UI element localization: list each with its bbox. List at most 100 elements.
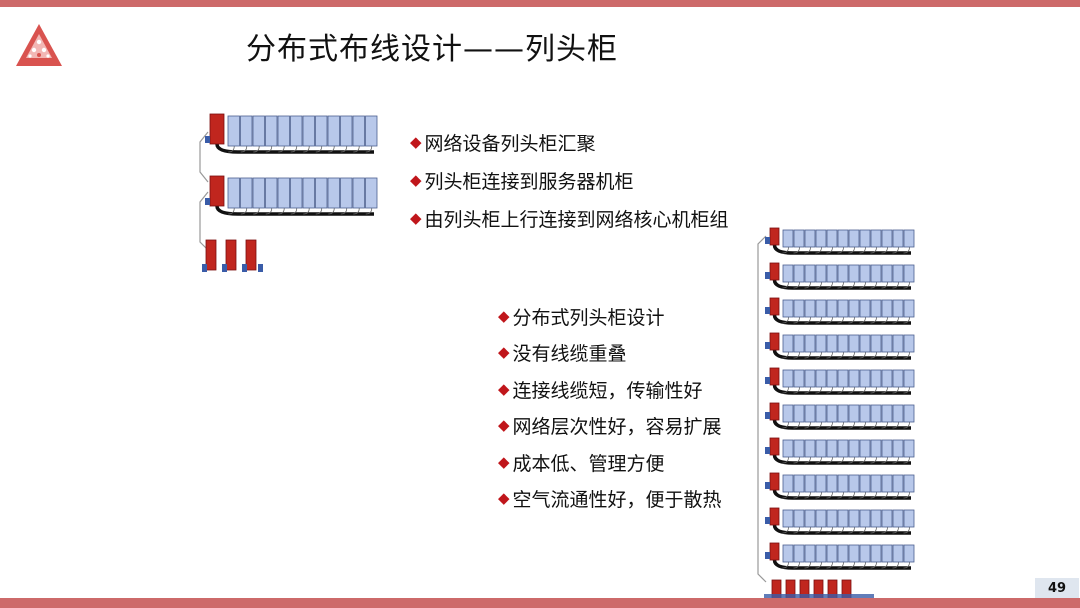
rack-row [765, 507, 915, 535]
server-rack [815, 299, 827, 318]
server-rack [793, 509, 805, 528]
patch-line [837, 456, 844, 464]
patch-line [859, 526, 866, 534]
patch-line [826, 491, 833, 499]
patch-line [265, 207, 273, 215]
patch-line [804, 316, 811, 324]
rack-row [765, 472, 915, 500]
patch-line [903, 246, 910, 254]
list-item-text: 网络层次性好，容易扩展 [512, 416, 722, 439]
server-rack [804, 334, 816, 353]
rack-diagram-tall [744, 222, 919, 608]
port-block [765, 412, 770, 419]
server-rack [837, 299, 849, 318]
patch-line [837, 246, 844, 254]
patch-line [240, 145, 248, 153]
patch-line [793, 456, 800, 464]
patch-line [892, 421, 899, 429]
server-rack [340, 115, 353, 147]
server-rack [290, 115, 303, 147]
list-item-text: 网络设备列头柜汇聚 [424, 132, 596, 155]
list-item: ◆网络设备列头柜汇聚 [410, 123, 729, 161]
patch-line [815, 316, 822, 324]
server-rack [782, 509, 794, 528]
rack-row [765, 297, 915, 325]
patch-line [881, 386, 888, 394]
patch-line [826, 456, 833, 464]
port-block [765, 517, 770, 524]
server-rack [804, 299, 816, 318]
cable-line [215, 143, 374, 154]
server-rack [352, 177, 365, 209]
server-rack [892, 369, 904, 388]
server-rack [881, 439, 893, 458]
server-rack [826, 509, 838, 528]
patch-line [837, 421, 844, 429]
patch-line [826, 561, 833, 569]
server-rack [252, 115, 265, 147]
patch-line [278, 207, 285, 215]
patch-line [859, 316, 866, 324]
port-block [765, 307, 770, 314]
server-rack [793, 229, 805, 248]
server-rack [793, 369, 805, 388]
server-rack [815, 544, 827, 563]
server-rack [352, 115, 365, 147]
patch-line [278, 145, 285, 153]
patch-line [804, 561, 811, 569]
diamond-bullet-icon: ◆ [498, 416, 510, 435]
head-cabinet [769, 262, 780, 281]
rack-row [205, 113, 378, 154]
server-rack [881, 334, 893, 353]
patch-line [353, 207, 360, 215]
rack-row [765, 227, 915, 255]
patch-line [859, 281, 866, 289]
patch-line [328, 207, 335, 215]
server-rack [815, 474, 827, 493]
cable-line [772, 349, 911, 360]
patch-line [837, 351, 844, 359]
server-rack [340, 177, 353, 209]
server-rack [892, 299, 904, 318]
patch-line [892, 386, 899, 394]
patch-line [848, 491, 855, 499]
patch-line [290, 145, 298, 153]
patch-line [870, 281, 877, 289]
patch-line [870, 526, 877, 534]
patch-line [328, 145, 335, 153]
rack-diagram-small [199, 113, 378, 272]
patch-line [848, 351, 855, 359]
uplink-line [757, 235, 767, 583]
server-rack [837, 404, 849, 423]
patch-line [804, 526, 811, 534]
patch-line [782, 421, 789, 429]
patch-line [870, 386, 877, 394]
server-rack [227, 177, 240, 209]
server-rack [315, 177, 328, 209]
server-rack [870, 509, 882, 528]
server-rack [892, 334, 904, 353]
list-item: ◆列头柜连接到服务器机柜 [410, 161, 729, 199]
server-rack [804, 264, 816, 283]
patch-line [353, 145, 360, 153]
rack-row [205, 175, 378, 216]
patch-line [903, 386, 910, 394]
patch-line [870, 491, 877, 499]
patch-line [826, 386, 833, 394]
list-item: ◆没有线缆重叠 [498, 335, 722, 372]
core-cabinet [245, 239, 257, 271]
server-rack [815, 369, 827, 388]
patch-line [903, 491, 910, 499]
patch-line [782, 246, 789, 254]
port-block [765, 377, 770, 384]
server-rack [903, 404, 915, 423]
patch-line [848, 526, 855, 534]
server-rack [892, 544, 904, 563]
server-rack [903, 439, 915, 458]
patch-line [815, 421, 822, 429]
patch-line [815, 246, 822, 254]
patch-line [848, 421, 855, 429]
server-rack [815, 404, 827, 423]
server-rack [870, 264, 882, 283]
core-cabinet [225, 239, 237, 271]
